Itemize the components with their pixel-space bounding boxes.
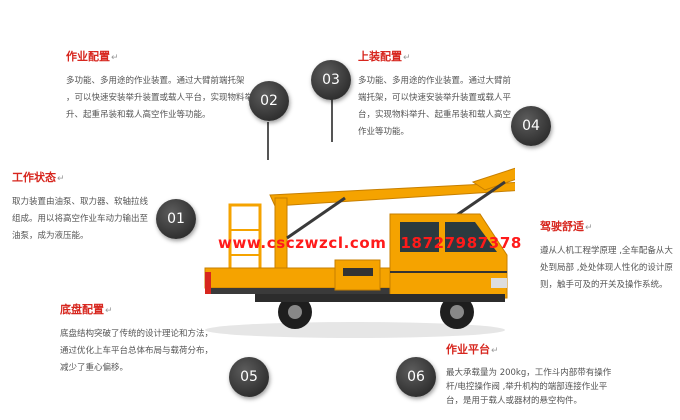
section-description: 最大承载量为 200kg，工作斗内部带有操作 杆/电控操作阀 ,举升机构的端部连…: [446, 368, 612, 406]
badge-05: 05: [229, 357, 269, 397]
section-title: 底盘配置↵: [60, 303, 113, 316]
section-title: 上装配置↵: [358, 50, 411, 63]
section-work-status: 工作状态↵ 取力装置由油泵、取力器、软轴拉线 组成。用以将高空作业车动力输出至 …: [12, 171, 148, 245]
section-chassis-config: 底盘配置↵ 底盘结构突破了传统的设计理论和方法， 通过优化上车平台总体布局与载荷…: [60, 303, 213, 377]
watermark-phone: 18727987378: [400, 234, 522, 252]
connector-line-03: [331, 96, 333, 142]
section-title: 作业配置↵: [66, 50, 119, 63]
badge-03: 03: [311, 60, 351, 100]
badge-01: 01: [156, 199, 196, 239]
section-title: 驾驶舒适↵: [540, 220, 593, 233]
section-upper-config: 上装配置↵ 多功能、多用途的作业装置。通过大臂前 端托架，可以快速安装举升装置或…: [358, 50, 511, 141]
section-description: 底盘结构突破了传统的设计理论和方法， 通过优化上车平台总体布局与载荷分布， 减少…: [60, 329, 214, 373]
section-description: 多功能、多用途的作业装置。通过大臂前端托架 ，可以快速安装举升装置或载人平台，实…: [66, 76, 254, 120]
section-driving-comfort: 驾驶舒适↵ 遵从人机工程学原理 ,全车配备从大 处到局部 ,处处体现人性化的设计…: [540, 220, 673, 294]
watermark-url: www.csczwzcl.com: [218, 234, 387, 252]
section-work-platform: 作业平台↵ 最大承载量为 200kg，工作斗内部带有操作 杆/电控操作阀 ,举升…: [446, 343, 611, 408]
section-title: 作业平台↵: [446, 343, 499, 356]
aerial-work-truck-image: [204, 167, 515, 338]
section-description: 取力装置由油泵、取力器、软轴拉线 组成。用以将高空作业车动力输出至 油泵，成为液…: [12, 197, 149, 241]
section-description: 遵从人机工程学原理 ,全车配备从大 处到局部 ,处处体现人性化的设计原 则，触手…: [540, 246, 673, 290]
connector-line-02: [267, 122, 269, 160]
section-work-config: 作业配置↵ 多功能、多用途的作业装置。通过大臂前端托架 ，可以快速安装举升装置或…: [66, 50, 253, 124]
section-description: 多功能、多用途的作业装置。通过大臂前 端托架，可以快速安装举升装置或载人平 台，…: [358, 76, 512, 137]
section-title: 工作状态↵: [12, 171, 65, 184]
badge-06: 06: [396, 357, 436, 397]
badge-04: 04: [511, 106, 551, 146]
watermark-text: www.csczwzcl.com 18727987378: [218, 234, 522, 252]
badge-02: 02: [249, 81, 289, 121]
